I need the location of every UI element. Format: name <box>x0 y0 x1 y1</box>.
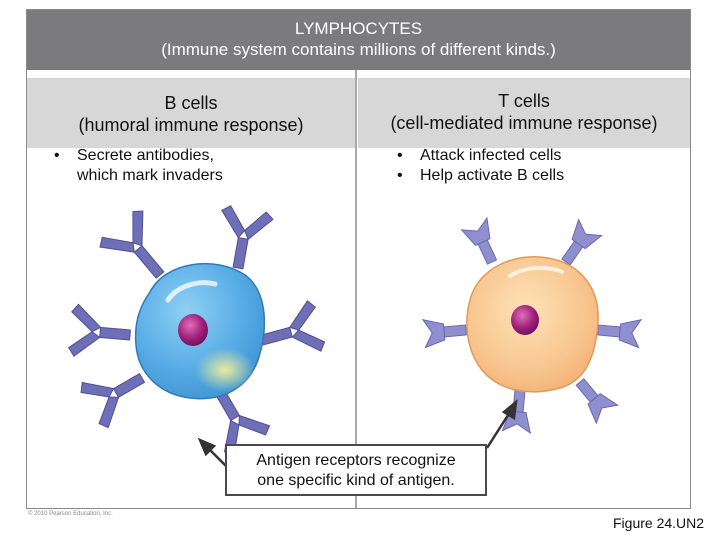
b-cells-subtitle: (humoral immune response) <box>78 115 304 135</box>
b-cells-title: B cells <box>164 93 218 113</box>
t-cell-nucleus <box>511 305 539 335</box>
title-main: LYMPHOCYTES <box>294 19 423 38</box>
column-divider <box>355 70 357 508</box>
t-cells-header: T cells (cell-mediated immune response) <box>358 78 690 148</box>
callout-line-1: Antigen receptors recognize <box>256 452 456 469</box>
b-cell-nucleus <box>178 314 208 346</box>
t-cells-bullet-2: Help activate B cells <box>395 166 645 186</box>
t-cells-bullets: Attack infected cells Help activate B ce… <box>395 146 645 186</box>
t-cell-receptors <box>421 216 643 435</box>
antigen-receptor-callout: Antigen receptors recognize one specific… <box>225 444 487 496</box>
t-cells-title: T cells <box>498 91 550 111</box>
diagram-frame: LYMPHOCYTES (Immune system contains mill… <box>26 9 691 509</box>
b-cells-header: B cells (humoral immune response) <box>27 78 355 148</box>
copyright-notice: © 2010 Pearson Education, Inc. <box>28 511 113 517</box>
t-cells-bullet-1: Attack infected cells <box>395 146 645 166</box>
b-cells-bullets: Secrete antibodies, which mark invaders <box>52 146 302 186</box>
title-bar: LYMPHOCYTES (Immune system contains mill… <box>27 10 690 70</box>
b-cell-highlight <box>165 280 218 303</box>
t-cells-subtitle: (cell-mediated immune response) <box>390 113 658 133</box>
t-cell-highlight <box>508 265 564 278</box>
b-cells-bullet-1: Secrete antibodies, <box>52 146 302 166</box>
figure-label: Figure 24.UN2 <box>613 515 705 531</box>
callout-line-2: one specific kind of antigen. <box>257 472 455 489</box>
title-subtitle: (Immune system contains millions of diff… <box>161 40 556 59</box>
title-gap <box>27 70 690 78</box>
b-cells-bullet-1-cont: which mark invaders <box>77 167 223 184</box>
b-cell-glow <box>195 348 255 392</box>
